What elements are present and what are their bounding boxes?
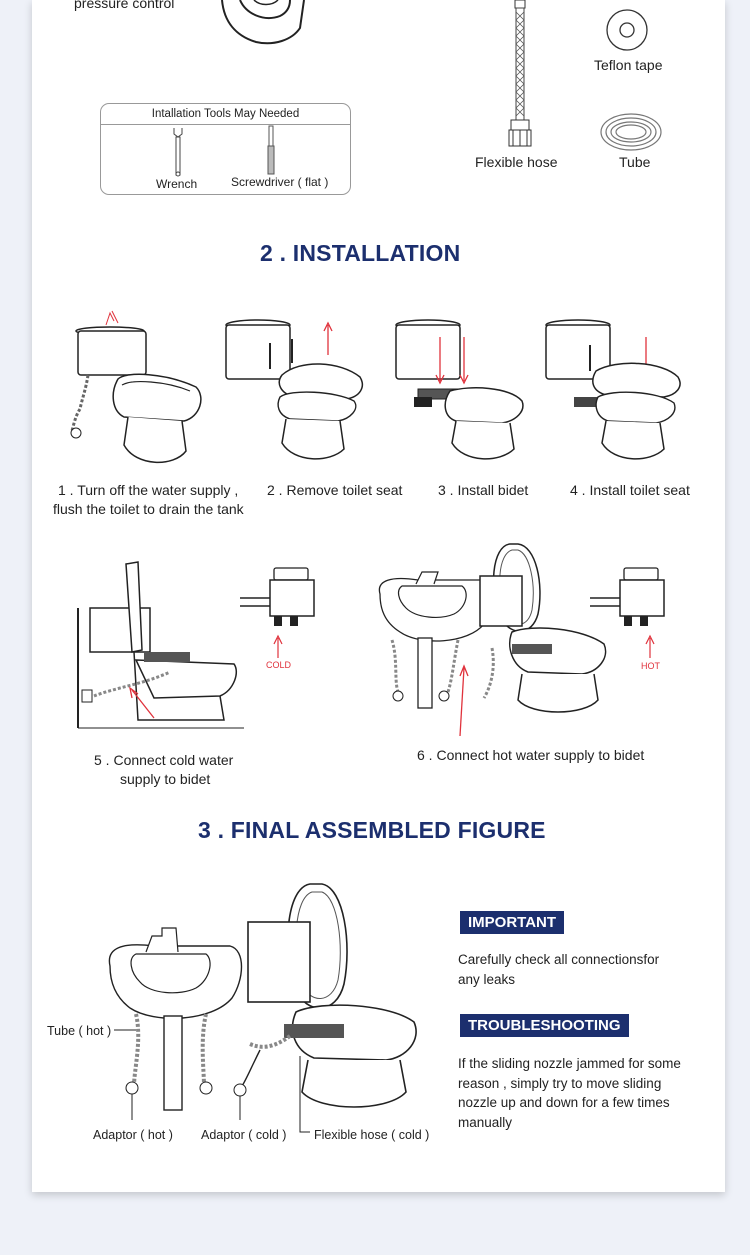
step5-cold-connection-illustration [77, 561, 244, 729]
trouble-line-1: If the sliding nozzle jammed for some [458, 1056, 681, 1071]
step1-toilet-illustration [70, 310, 202, 463]
important-line-1: Carefully check all connectionsfor [458, 952, 660, 967]
step4-caption: 4 . Install toilet seat [570, 482, 690, 498]
step1-caption-line2: flush the toilet to drain the tank [53, 501, 244, 517]
teflon-tape-label: Teflon tape [594, 57, 663, 73]
hot-arrow-icon [645, 634, 655, 658]
pressure-control-label: pressure control [74, 0, 175, 11]
step3-caption: 3 . Install bidet [438, 482, 529, 498]
troubleshooting-badge: TROUBLESHOOTING [460, 1014, 629, 1037]
final-assembly-illustration [108, 883, 417, 1133]
cold-tag: COLD [266, 660, 292, 670]
adaptor-hot-label: Adaptor ( hot ) [93, 1128, 173, 1142]
flexible-hose-label: Flexible hose [475, 154, 558, 170]
step5-caption-line1: 5 . Connect cold water [94, 752, 234, 768]
flexible-hose-cold-label: Flexible hose ( cold ) [314, 1128, 430, 1142]
tube-coil-icon [600, 113, 662, 151]
important-text: Carefully check all connectionsfor any l… [458, 950, 659, 989]
step3-toilet-illustration [395, 319, 524, 460]
wrench-label: Wrench [156, 177, 198, 191]
cold-inlet-detail-illustration [240, 567, 315, 626]
tube-hot-label: Tube ( hot ) [47, 1024, 112, 1038]
trouble-line-3: nozzle up and down for a few times [458, 1095, 670, 1110]
flexible-hose-illustration [508, 0, 532, 147]
tools-heading: Intallation Tools May Needed [101, 104, 350, 125]
teflon-tape-icon [606, 9, 648, 51]
important-line-2: any leaks [458, 971, 516, 987]
wrench-icon [173, 128, 183, 177]
step6-caption: 6 . Connect hot water supply to bidet [417, 747, 645, 763]
final-title: 3 . FINAL ASSEMBLED FIGURE [198, 817, 546, 843]
step4-toilet-illustration [545, 319, 681, 460]
step6-hot-connection-illustration [378, 543, 607, 737]
cold-arrow-icon [273, 634, 283, 658]
installation-title: 2 . INSTALLATION [260, 240, 461, 266]
screwdriver-label: Screwdriver ( flat ) [231, 175, 329, 189]
screwdriver-icon [267, 125, 275, 175]
step2-caption: 2 . Remove toilet seat [267, 482, 403, 498]
trouble-line-4: manually [458, 1114, 513, 1130]
trouble-line-2: reason , simply try to move sliding [458, 1075, 662, 1091]
hot-inlet-detail-illustration [590, 567, 665, 626]
important-badge: IMPORTANT [460, 911, 565, 934]
step2-toilet-illustration [225, 319, 364, 460]
adaptor-cold-label: Adaptor ( cold ) [201, 1128, 287, 1142]
step5-caption-line2: supply to bidet [120, 771, 211, 787]
pressure-control-illustration [221, 0, 305, 45]
step1-caption-line1: 1 . Turn off the water supply , [58, 482, 239, 498]
troubleshooting-text: If the sliding nozzle jammed for some re… [458, 1054, 681, 1132]
tools-box: Intallation Tools May Needed Wrench Scre… [100, 103, 351, 195]
hot-tag: HOT [641, 661, 660, 671]
tube-label: Tube [619, 154, 651, 170]
